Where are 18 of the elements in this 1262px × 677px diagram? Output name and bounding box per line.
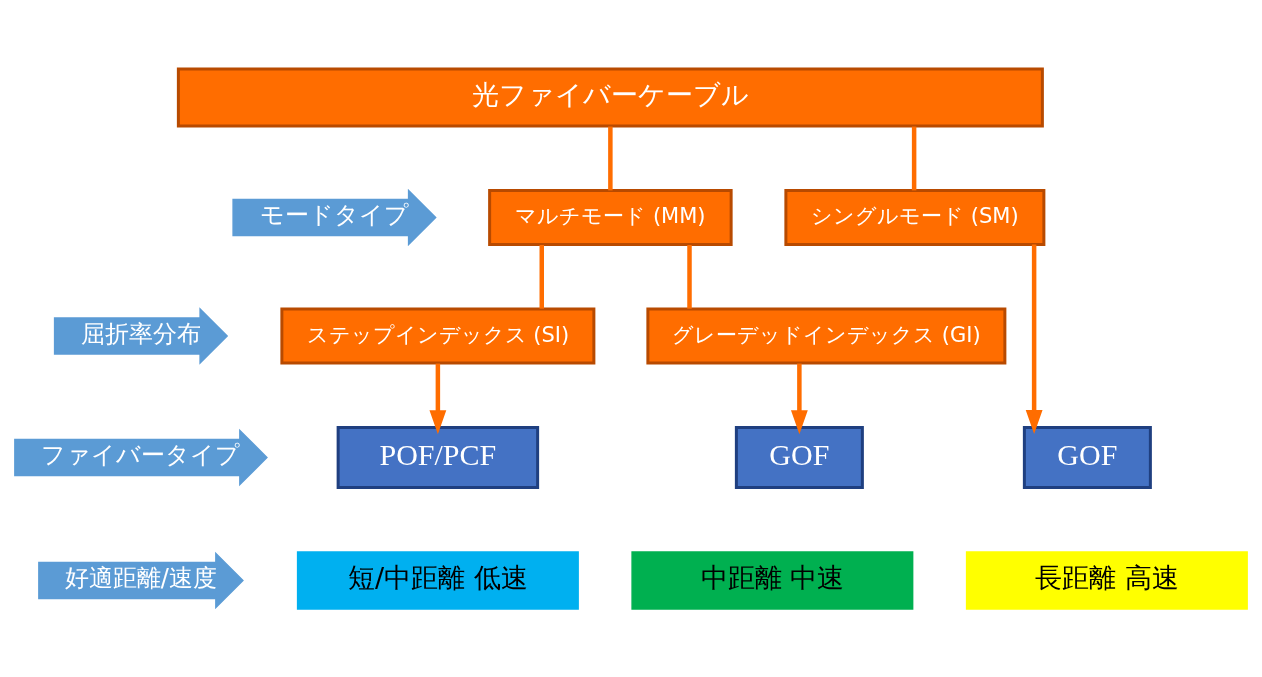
arrow bbox=[1025, 244, 1043, 434]
node-box: グレーデッドインデックス (GI) bbox=[646, 307, 1007, 364]
node-box: シングルモード (SM) bbox=[784, 188, 1046, 246]
node-box: 長距離 高速 bbox=[965, 550, 1248, 610]
node-box: 光ファイバーケーブル bbox=[176, 67, 1044, 127]
connector bbox=[911, 126, 917, 190]
node-box: ステップインデックス (SI) bbox=[280, 307, 596, 364]
connector bbox=[608, 126, 613, 190]
connector bbox=[687, 244, 692, 309]
connector bbox=[539, 244, 544, 309]
node-box: マルチモード (MM) bbox=[488, 188, 733, 246]
arrow bbox=[429, 363, 447, 434]
node-box: POF/PCF bbox=[336, 425, 540, 489]
arrow bbox=[790, 363, 808, 434]
node-box: GOF bbox=[1022, 425, 1152, 489]
node-box: 短/中距離 低速 bbox=[296, 550, 579, 610]
node-box: 中距離 中速 bbox=[631, 550, 914, 610]
node-box: GOF bbox=[734, 425, 864, 489]
